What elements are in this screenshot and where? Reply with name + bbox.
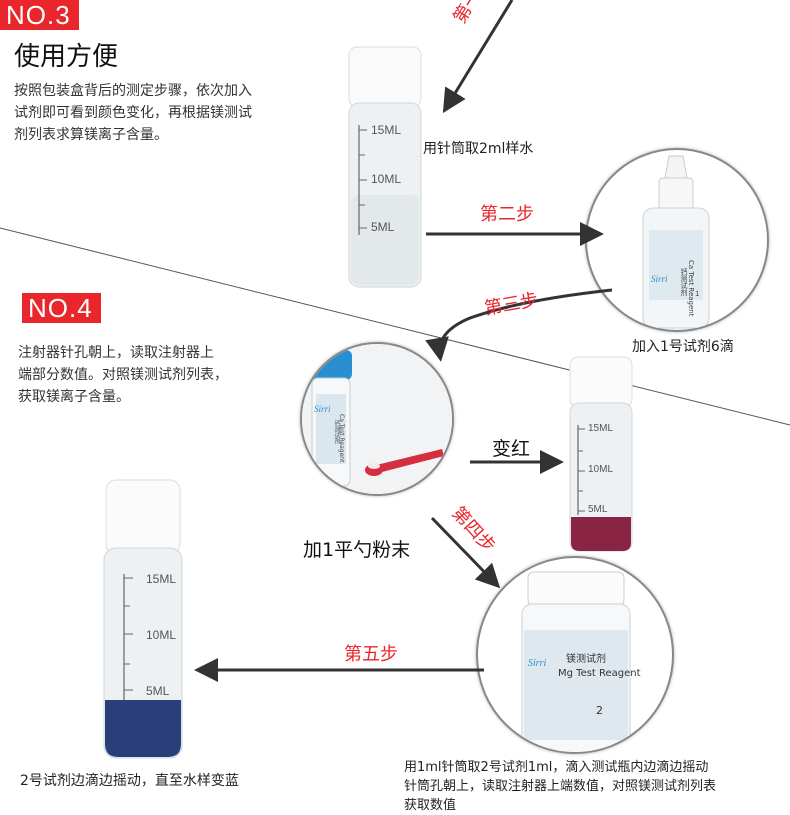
mg-label-en: Mg Test Reagent [558,668,641,679]
vial-mark-5ml: 5ML [371,220,395,234]
vial-mark-10ml: 10ML [146,628,177,642]
reagent1-label-num: 1 [695,290,700,298]
brand-logo: Sirri [314,404,331,414]
vial-mark-10ml: 10ML [371,172,402,186]
vial-mark-5ml: 5ML [588,504,608,515]
caption-blue: 2号试剂边滴边摇动，直至水样变蓝 [20,773,239,789]
caption-syringe-water: 用针筒取2ml样水 [423,141,534,157]
vial-red: 15ML 10ML 5ML [566,355,636,555]
step5-label: 第五步 [344,644,398,665]
step1-arrow [442,0,514,114]
section4-desc-line: 注射器针孔朝上，读取注射器上 [18,345,214,361]
mg-label-num: 2 [596,704,603,717]
caption-powder: 加1平勺粉末 [303,539,411,561]
vial-mark-15ml: 15ML [146,572,177,586]
final-note-line: 获取数值 [404,798,457,813]
section4-desc-line: 获取镁离子含量。 [18,389,130,405]
powder-scene [302,344,452,494]
reagent1-label-en: Ca Test Reagent [687,260,695,317]
vial-mark-15ml: 15ML [588,423,614,434]
final-note: 用1ml针筒取2号试剂1ml，滴入测试瓶内边滴边摇动 针筒孔朝上，读取注射器上端… [404,758,716,815]
mg-reagent-bottle [521,571,631,752]
vial-mark-5ml: 5ML [146,684,170,698]
vial-blue: 15ML 10ML 5ML [100,478,186,760]
brand-logo: Sirri [528,658,547,669]
section4-desc-line: 端部分数值。对照镁测试剂列表， [18,367,228,383]
final-note-line: 用1ml针筒取2号试剂1ml，滴入测试瓶内边滴边摇动 [404,760,709,775]
brand-logo: Sirri [651,274,668,284]
step4-arrow [430,516,501,589]
reagent1-label-cn: 钙测试剂 [680,268,688,296]
vial-mark-10ml: 10ML [588,464,614,475]
section3-badge: NO.3 [0,0,79,30]
reagent1-bottle [642,155,710,329]
section3-heading: 使用方便 [14,42,119,72]
final-note-line: 针筒孔朝上，读取注射器上端数值，对照镁测试剂列表 [404,779,717,794]
section3-description: 按照包装盒背后的测定步骤，依次加入 试剂即可看到颜色变化，再根据镁测试 剂列表求… [14,80,252,146]
caption-reagent1: 加入1号试剂6滴 [632,339,734,355]
step3-arrow [425,288,613,362]
caption-turn-red: 变红 [492,438,531,460]
step2-label: 第二步 [480,204,534,225]
section3-desc-line: 试剂即可看到颜色变化，再根据镁测试 [14,105,252,121]
powder-circle: Sirri 钙测试剂 Ca Test Reagent [300,342,454,496]
section3-desc-line: 按照包装盒背后的测定步骤，依次加入 [14,83,252,99]
vial-sample-water: 15ML 10ML 5ML [345,45,425,290]
mg-reagent-circle: Sirri 镁测试剂 Mg Test Reagent 2 [476,556,674,754]
mg-label-cn: 镁测试剂 [566,654,606,665]
section3-desc-line: 剂列表求算镁离子含量。 [14,127,168,143]
vial-mark-15ml: 15ML [371,123,402,137]
section4-description: 注射器针孔朝上，读取注射器上 端部分数值。对照镁测试剂列表， 获取镁离子含量。 [18,342,228,408]
powder-label-en: Ca Test Reagent [338,414,345,463]
section4-badge: NO.4 [22,293,101,323]
powder-label-cn: 钙测试剂 [333,420,340,444]
